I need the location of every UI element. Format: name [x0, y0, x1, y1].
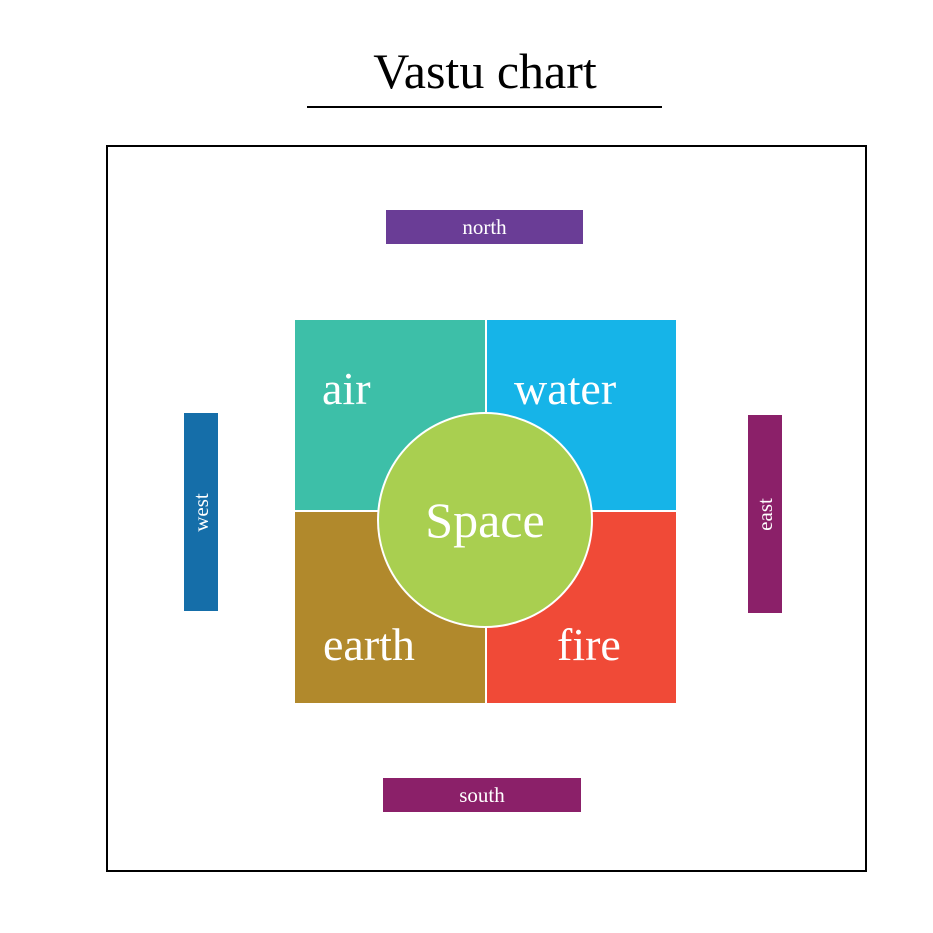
water-label: water	[514, 363, 617, 414]
chart-frame	[106, 145, 867, 872]
north-label-box: north	[386, 210, 583, 244]
east-label-box: east	[748, 415, 782, 613]
south-label-box: south	[383, 778, 581, 812]
west-label-box: west	[184, 413, 218, 611]
east-label: east	[752, 497, 777, 531]
air-label: air	[322, 363, 371, 414]
fire-label: fire	[557, 619, 621, 670]
chart-title: Vastu chart	[373, 43, 597, 99]
title-underline	[307, 106, 662, 108]
south-label: south	[459, 782, 505, 807]
space-circle: Space	[377, 412, 593, 628]
space-label: Space	[425, 492, 545, 548]
north-label: north	[462, 214, 507, 239]
earth-label: earth	[323, 619, 415, 670]
west-label: west	[188, 492, 213, 532]
